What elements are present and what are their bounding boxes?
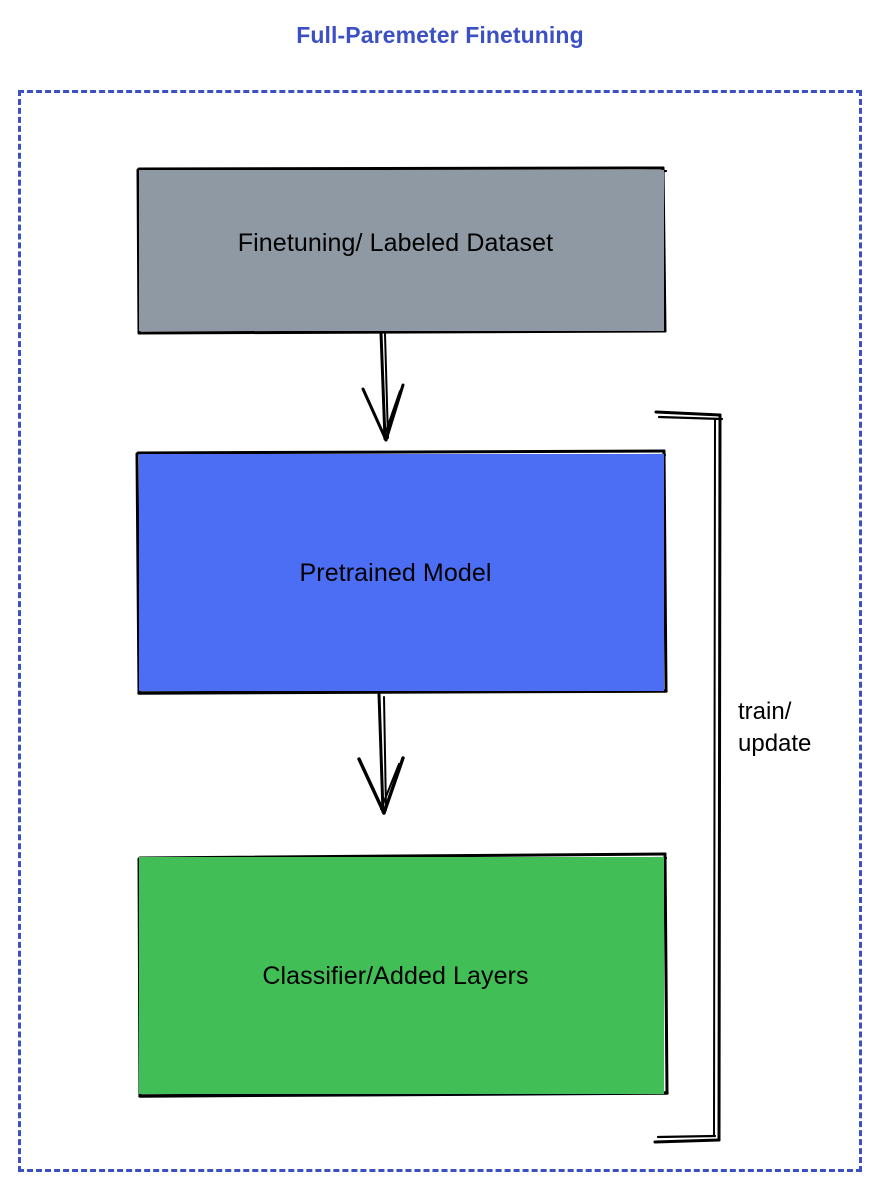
node-dataset-fill — [139, 170, 664, 331]
node-classifier-added-layers-fill — [139, 857, 664, 1094]
node-dataset[interactable]: Finetuning/ Labeled Dataset — [139, 170, 664, 331]
node-pretrained-model-fill — [139, 454, 664, 691]
feedback-loop-label: train/ update — [738, 698, 812, 758]
page-title: Full-Paremeter Finetuning — [296, 22, 584, 48]
node-pretrained-model[interactable]: Pretrained Model — [139, 454, 664, 691]
node-pretrained-model-label: Pretrained Model — [299, 558, 492, 587]
node-classifier-added-layers[interactable]: Classifier/Added Layers — [139, 857, 664, 1094]
dashed-container-boundary — [18, 90, 862, 1172]
node-dataset-label: Finetuning/ Labeled Dataset — [237, 228, 554, 257]
node-classifier-added-layers-label: Classifier/Added Layers — [262, 961, 529, 990]
